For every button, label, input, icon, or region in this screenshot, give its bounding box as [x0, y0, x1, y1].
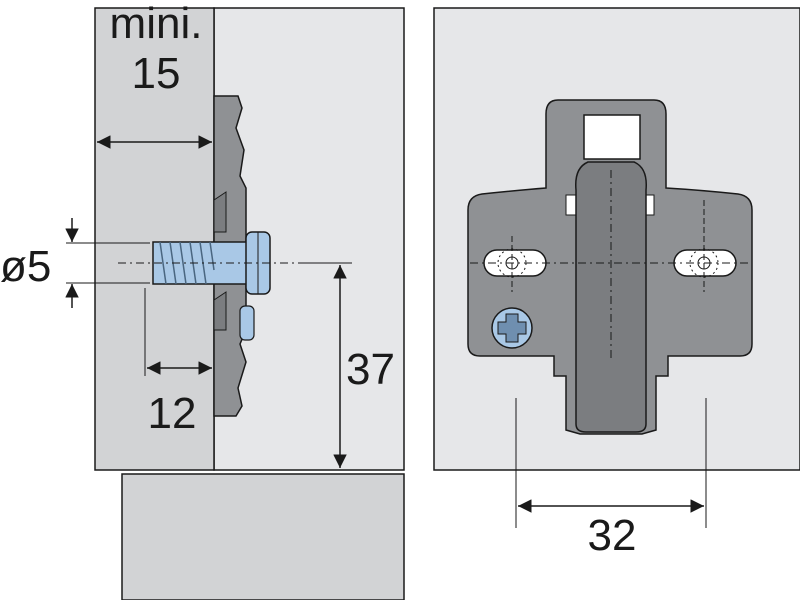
label-depth: 12 — [148, 389, 197, 438]
top-slot — [583, 114, 641, 160]
label-thickness: 15 — [132, 49, 181, 98]
label-min: mini. — [110, 0, 203, 48]
panel-section — [94, 7, 215, 471]
label-hole-spacing: 32 — [588, 511, 637, 560]
lower-screw — [239, 305, 255, 341]
side-view: mini. 15 ø5 12 37 — [0, 0, 405, 600]
front-view: 32 — [433, 7, 800, 560]
cross-screw-icon — [491, 307, 533, 349]
label-diameter: ø5 — [0, 242, 51, 291]
label-edge-distance: 37 — [346, 345, 395, 394]
door-panel — [121, 473, 405, 600]
